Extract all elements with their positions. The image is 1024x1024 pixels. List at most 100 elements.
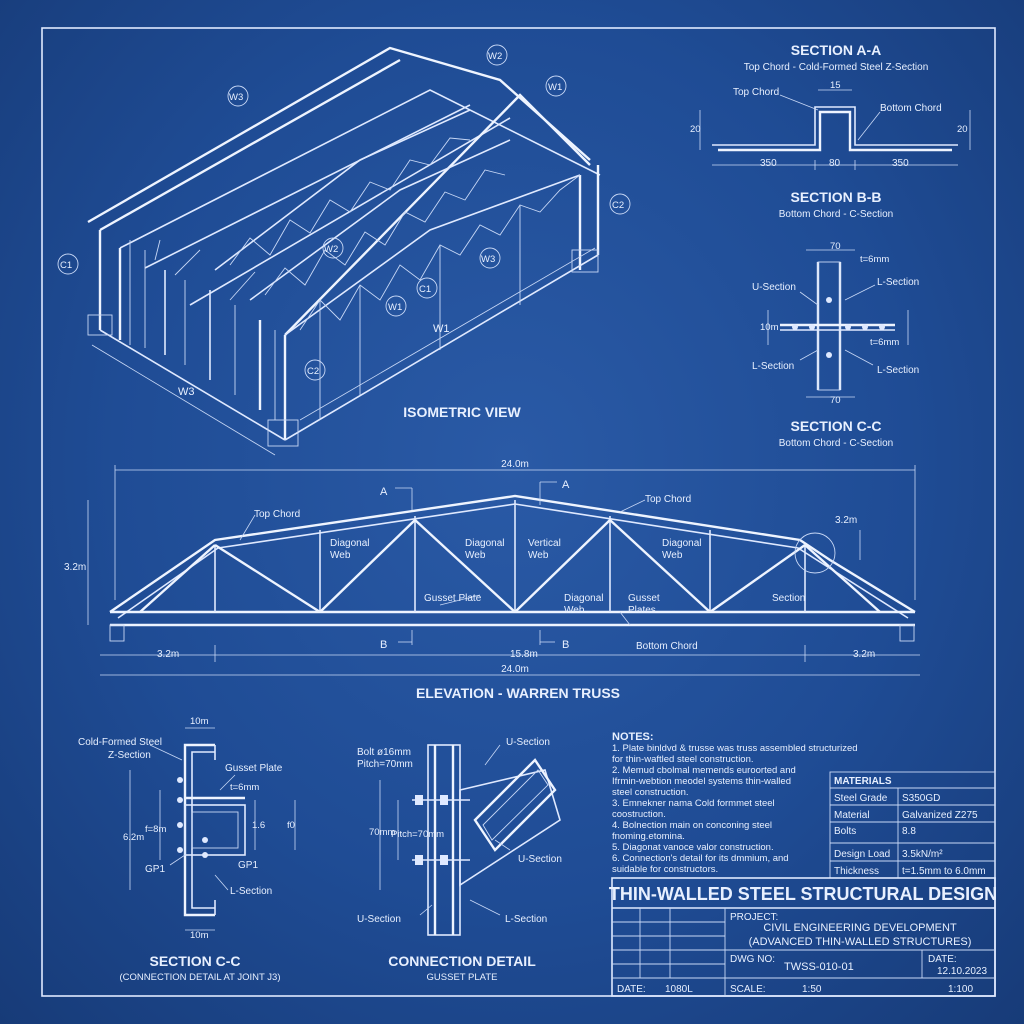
conn-pitch: Pitch=70mm [357, 759, 413, 770]
cc-f0: f0 [287, 820, 295, 831]
note-line: 3. Emnekner nama Cold formmet steel [612, 798, 775, 809]
mat-value: S350GD [902, 793, 940, 804]
section-cc-top-title: SECTION C-C [791, 418, 882, 434]
cc-dim-10m-bottom: 10m [190, 930, 209, 941]
connection-subtitle: GUSSET PLATE [427, 972, 498, 983]
elev-cut-b-left: B [380, 639, 387, 651]
note-line: coostruction. [612, 809, 666, 820]
cc-l-section: L-Section [230, 886, 272, 897]
section-bb-l-section-a: L-Section [877, 277, 919, 288]
connection-detail-drawing [379, 744, 561, 936]
title-block-frame [611, 877, 996, 997]
section-aa-subtitle: Top Chord - Cold-Formed Steel Z-Section [744, 62, 929, 73]
tb-project-label: PROJECT: [730, 912, 778, 923]
mat-thick-key: Thickness [834, 866, 879, 877]
elev-cut-b-right: B [562, 639, 569, 651]
iso-label-w2: W2 [488, 51, 502, 62]
note-line: for thin-waftled steel construction. [612, 754, 754, 765]
iso-label-w3b: W3 [481, 254, 495, 265]
tb-date-value: 12.10.2023 [937, 966, 987, 977]
section-bb-u-section: U-Section [752, 282, 796, 293]
notes-list: 1. Plate binldvd & trusse was truss asse… [612, 743, 858, 875]
note-line: 6. Connection's detail for its dmmium, a… [612, 853, 789, 864]
iso-title: ISOMETRIC VIEW [403, 404, 521, 420]
note-line: steel construction. [612, 787, 689, 798]
conn-u-a: U-Section [506, 737, 550, 748]
mat-key: Steel Grade [834, 793, 888, 804]
note-line: suidable for constructors. [612, 864, 718, 875]
section-bb-l-section-b: L-Section [752, 361, 794, 372]
note-line: fnoming.etomina. [612, 831, 685, 842]
elev-gussets-a: Gusset [628, 593, 660, 604]
elev-height-right: 3.2m [835, 515, 857, 526]
elev-gussets-b: Plates [628, 605, 656, 616]
elev-span-bottom: 24.0m [501, 664, 529, 675]
elev-diag4-a: Diagonal [564, 593, 603, 604]
iso-dim-w3: W3 [178, 386, 195, 398]
section-aa-drawing [699, 89, 971, 170]
tb-dwg-value: TWSS-010-01 [784, 961, 854, 973]
section-cc-bottom-subtitle: (CONNECTION DETAIL AT JOINT J3) [120, 972, 281, 983]
iso-label-c1: C1 [60, 260, 72, 271]
conn-u-b: U-Section [518, 854, 562, 865]
note-line: 5. Diagonat vanoce valor construction. [612, 842, 774, 853]
cc-gp1-b: GP1 [238, 860, 258, 871]
cc-dim-10m-top: 10m [190, 716, 209, 727]
elev-top-chord-right: Top Chord [645, 494, 691, 505]
mat-load-value: 3.5kN/m² [902, 849, 943, 860]
materials-table [829, 771, 996, 879]
elev-cut-a-right: A [562, 479, 570, 491]
section-cc-top-subtitle: Bottom Chord - C-Section [779, 438, 894, 449]
elev-diag1-b: Web [330, 550, 351, 561]
section-aa-top-chord: Top Chord [733, 87, 779, 98]
section-aa-dim-80: 80 [829, 158, 841, 169]
elev-height-left: 3.2m [64, 562, 86, 573]
sheet-border [41, 27, 996, 997]
mat-key: Bolts [834, 826, 856, 837]
iso-label-w2b: W2 [324, 244, 338, 255]
section-bb-drawing [767, 249, 909, 398]
conn-bolt: Bolt ø16mm [357, 747, 411, 758]
cc-cfs-a: Cold-Formed Steel [78, 737, 162, 748]
elev-section: Section [772, 593, 805, 604]
section-aa-dim-15: 15 [830, 80, 841, 91]
note-line: 1. Plate binldvd & trusse was truss asse… [612, 743, 858, 754]
iso-label-c2b: C2 [307, 366, 319, 377]
section-bb-l-section-c: L-Section [877, 365, 919, 376]
elevation-drawing [87, 465, 920, 676]
section-bb-dim-70-top: 70 [830, 241, 841, 252]
section-aa-dim-20-left: 20 [690, 124, 701, 135]
connection-title: CONNECTION DETAIL [388, 953, 536, 969]
section-aa-dim-20-right: 20 [957, 124, 968, 135]
elev-gusset-plate: Gusset Plate [424, 593, 482, 604]
elev-span-top: 24.0m [501, 459, 529, 470]
section-aa-dim-350-right: 350 [892, 158, 909, 169]
cc-dim-16: 1.6 [252, 820, 265, 831]
cc-gp1-a: GP1 [145, 864, 165, 875]
cc-cfs-b: Z-Section [108, 750, 151, 761]
tb-scale-label: SCALE: [730, 984, 766, 995]
elev-diag2-b: Web [465, 550, 486, 561]
section-bb-t6-b: t=6mm [870, 337, 899, 348]
section-bb-dim-10m: 10m [760, 322, 779, 333]
cc-t6: t=6mm [230, 782, 259, 793]
iso-label-w1b: W1 [388, 302, 402, 313]
mat-thick-value: t=1.5mm to 6.0mm [902, 866, 986, 877]
cc-gusset: Gusset Plate [225, 763, 283, 774]
elev-end-left: 3.2m [157, 649, 179, 660]
cc-f: f=8m [145, 824, 166, 835]
conn-pitch2: Pitch=70mm [391, 829, 444, 840]
section-bb-subtitle: Bottom Chord - C-Section [779, 209, 894, 220]
elev-mid: 15.8m [510, 649, 538, 660]
mat-key: Material [834, 810, 870, 821]
iso-label-w3: W3 [229, 92, 243, 103]
cc-dim-62: 6.2m [123, 832, 144, 843]
elev-diag1-a: Diagonal [330, 538, 369, 549]
elev-end-right: 3.2m [853, 649, 875, 660]
mat-value: 8.8 [902, 826, 916, 837]
notes-title: NOTES: [612, 731, 654, 743]
isometric-view [57, 44, 631, 456]
